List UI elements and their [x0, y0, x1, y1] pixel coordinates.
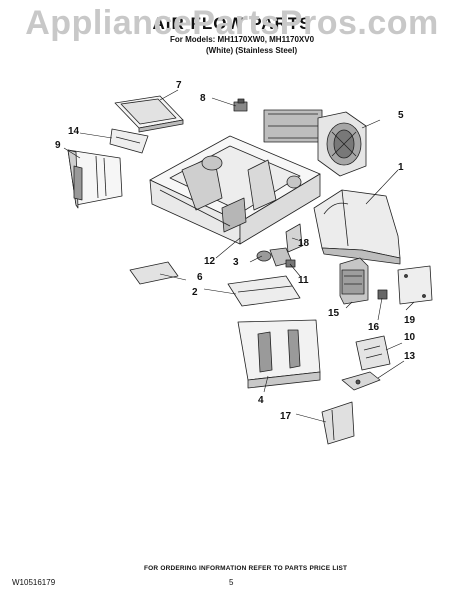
part-18-bracket — [285, 223, 303, 253]
callout-12: 12 — [204, 256, 216, 267]
callout-17: 17 — [280, 411, 292, 422]
part-7-filter-panel — [114, 95, 184, 133]
part-16-clip — [377, 289, 388, 300]
part-8-clip — [233, 98, 248, 112]
callout-16: 16 — [368, 322, 380, 333]
part-19-board — [397, 265, 433, 305]
part-14-plate — [109, 128, 149, 154]
callout-18: 18 — [298, 238, 310, 249]
callout-8: 8 — [200, 93, 206, 104]
part-6-filter-frame — [227, 275, 301, 307]
page-title: AIR FLOW PARTS — [152, 14, 312, 33]
part-17-chute — [321, 401, 355, 445]
callout-7: 7 — [176, 80, 182, 91]
leader-lines — [63, 89, 415, 423]
callout-11: 11 — [298, 275, 309, 286]
ordering-note: FOR ORDERING INFORMATION REFER TO PARTS … — [144, 565, 348, 572]
variants-line: (White) (Stainless Steel) — [206, 46, 298, 55]
watermark: AppliancePartsPros.com — [25, 4, 439, 42]
callout-2: 2 — [192, 287, 198, 298]
callout-4: 4 — [258, 395, 264, 406]
callout-13: 13 — [404, 351, 416, 362]
callout-5: 5 — [398, 110, 404, 121]
main-chassis — [149, 135, 321, 245]
document-number: W10516179 — [12, 578, 56, 587]
page-number: 5 — [229, 578, 234, 587]
part-2-plate — [129, 261, 179, 285]
part-13-bracket — [341, 371, 381, 391]
part-15-transformer — [339, 257, 369, 305]
callout-15: 15 — [328, 308, 340, 319]
part-9-deflector — [67, 149, 123, 209]
part-10-panel — [355, 335, 391, 371]
part-4-grille — [237, 319, 321, 389]
callout-1: 1 — [398, 162, 404, 173]
part-11-clip — [285, 259, 296, 268]
callout-9: 9 — [55, 140, 61, 151]
part-5-blower-assembly — [263, 109, 367, 177]
callout-6: 6 — [197, 272, 203, 283]
callout-numbers: 7 8 5 14 9 1 12 3 18 11 6 2 15 16 19 10 … — [55, 80, 416, 422]
callout-19: 19 — [404, 315, 416, 326]
callout-3: 3 — [233, 257, 239, 268]
part-1-duct-shroud — [313, 189, 401, 265]
models-line: For Models: MH1170XW0, MH1170XV0 — [170, 35, 315, 44]
callout-10: 10 — [404, 332, 416, 343]
callout-14: 14 — [68, 126, 80, 137]
